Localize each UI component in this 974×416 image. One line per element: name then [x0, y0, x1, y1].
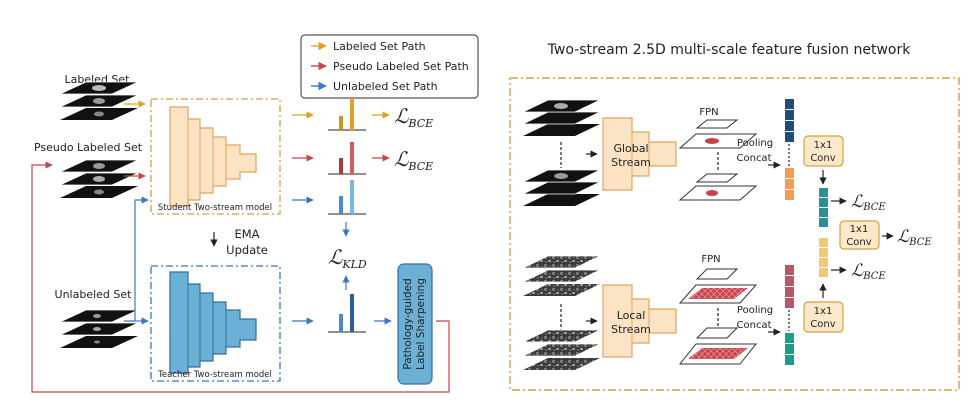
ema-label-line1: EMA	[234, 227, 259, 241]
global-stack-top	[522, 99, 601, 136]
fpn-bottom-planes	[678, 268, 758, 365]
labeled-prediction-bars	[328, 98, 366, 131]
teacher-model-label: Teacher Two-stream model	[157, 370, 272, 380]
sharpening-label-line2: Label Sharpening	[415, 278, 427, 370]
local-stack-top	[522, 255, 601, 296]
unlabeled-to-student-arrow	[124, 196, 149, 322]
right-panel-title: Two-stream 2.5D multi-scale feature fusi…	[547, 42, 912, 58]
conv-mid-line2: Conv	[846, 237, 871, 248]
pooling-top-line2: Concat	[737, 153, 772, 164]
legend-box	[300, 34, 479, 99]
global-stream-label-line2: Stream	[611, 156, 651, 169]
global-feature-vector	[785, 99, 794, 200]
unlabeled-set-label: Unlabeled Set	[55, 288, 133, 301]
fused-gold-vector	[819, 238, 828, 277]
legend-item-unlabeled: Unlabeled Set Path	[311, 80, 438, 93]
legend-label: Unlabeled Set Path	[333, 80, 438, 93]
student-unlabeled-prediction-bars	[328, 180, 366, 215]
legend-item-pseudo: Pseudo Labeled Set Path	[311, 60, 469, 73]
loss-top: ℒBCE	[851, 192, 886, 213]
legend-label: Labeled Set Path	[333, 40, 426, 53]
fused-teal-vector	[819, 188, 828, 227]
conv-mid-line1: 1x1	[850, 224, 869, 235]
loss-bottom: ℒBCE	[851, 261, 886, 282]
network-panel-box	[509, 77, 960, 391]
loss-mid: ℒBCE	[897, 227, 932, 248]
pseudo-prediction-bars	[328, 142, 366, 175]
conv-top-line2: Conv	[810, 153, 835, 164]
conv-bottom-line2: Conv	[810, 319, 835, 330]
student-model-box	[150, 98, 281, 215]
ema-label-line2: Update	[226, 243, 268, 257]
pseudo-labeled-set-stack	[59, 159, 139, 198]
unlabeled-set-stack	[59, 309, 139, 348]
conv-top-box: 1x1 Conv	[803, 135, 844, 167]
local-stream-block: Local Stream	[602, 284, 677, 358]
legend-label: Pseudo Labeled Set Path	[333, 60, 469, 73]
conv-bottom-box: 1x1 Conv	[803, 301, 844, 333]
teacher-model-box	[150, 265, 281, 382]
pooling-bottom-line1: Pooling	[737, 305, 773, 316]
loss-kld: ℒKLD	[328, 245, 367, 271]
labeled-set-stack	[59, 81, 139, 120]
teacher-prediction-bars	[328, 294, 366, 333]
pooling-bottom-line2: Concat	[737, 320, 772, 331]
loss-bce-1: ℒBCE	[394, 104, 433, 130]
student-model-label: Student Two-stream model	[158, 203, 272, 213]
local-stream-label-line1: Local	[617, 309, 646, 322]
legend: Labeled Set Path Pseudo Labeled Set Path…	[300, 34, 479, 99]
pseudo-labeled-set-label: Pseudo Labeled Set	[34, 141, 143, 154]
local-feature-vector	[785, 265, 794, 365]
global-stream-block: Global Stream	[602, 117, 677, 191]
conv-bottom-line1: 1x1	[814, 306, 833, 317]
loss-bce-2: ℒBCE	[394, 147, 433, 173]
label-sharpening-box	[397, 263, 433, 385]
pseudo-label-feedback-arrow	[31, 161, 450, 393]
global-stream-label-line1: Global	[613, 142, 648, 155]
local-stack-bottom	[522, 329, 601, 370]
sharpening-label-line1: Pathology-guided	[402, 278, 414, 369]
fpn-top-planes	[678, 119, 758, 201]
fpn-top-label: FPN	[699, 107, 718, 118]
global-stack-bottom	[522, 169, 601, 206]
legend-item-labeled: Labeled Set Path	[311, 40, 426, 53]
pooling-top-line1: Pooling	[737, 138, 773, 149]
local-stream-label-line2: Stream	[611, 323, 651, 336]
fpn-bottom-label: FPN	[701, 254, 720, 265]
conv-mid-box: 1x1 Conv	[839, 220, 880, 250]
conv-top-line1: 1x1	[814, 140, 833, 151]
